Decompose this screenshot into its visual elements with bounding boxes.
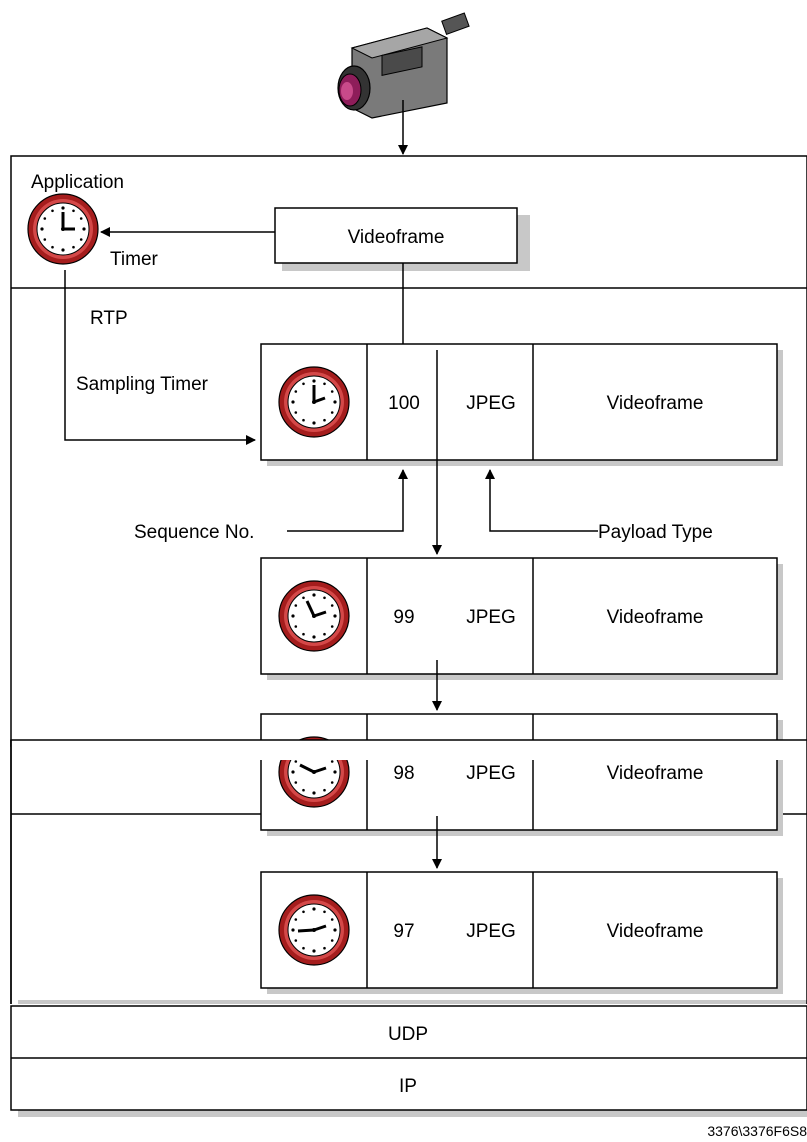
rtp-layer-label: RTP [90,308,128,329]
payload-type-label: Payload Type [598,522,713,543]
packet-clock-icon [278,580,350,652]
rtp-packet: 100 JPEG Videoframe [260,343,784,467]
ip-layer-label: IP [399,1076,417,1097]
packet-clock-icon [278,736,350,808]
sequence-number: 97 [393,921,414,942]
video-camera-icon [337,12,470,119]
payload-data: Videoframe [607,763,704,784]
packet-clock-icon [278,894,350,966]
rtp-packet: 99 JPEG Videoframe [260,557,784,681]
payload-data: Videoframe [607,607,704,628]
payload-type: JPEG [466,393,516,414]
sequence-number: 98 [393,763,414,784]
application-clock-icon [27,193,99,265]
application-layer-label: Application [31,172,124,193]
rtp-packet: 98 JPEG Videoframe [260,713,784,837]
payload-type: JPEG [466,607,516,628]
application-videoframe-label: Videoframe [348,227,445,248]
timer-label: Timer [110,249,159,270]
payload-type: JPEG [466,921,516,942]
payload-type: JPEG [466,763,516,784]
sequence-number: 100 [388,393,420,414]
rtp-packet: 97 JPEG Videoframe [260,871,784,995]
figure-reference: 3376\3376F6S8 [707,1123,807,1139]
payload-data: Videoframe [607,393,704,414]
packet-clock-icon [278,366,350,438]
udp-layer-label: UDP [388,1024,428,1045]
sampling-timer-label: Sampling Timer [76,374,209,395]
sequence-number: 99 [393,607,414,628]
sequence-number-label: Sequence No. [134,522,254,543]
application-videoframe-box: Videoframe [274,207,530,271]
payload-data: Videoframe [607,921,704,942]
